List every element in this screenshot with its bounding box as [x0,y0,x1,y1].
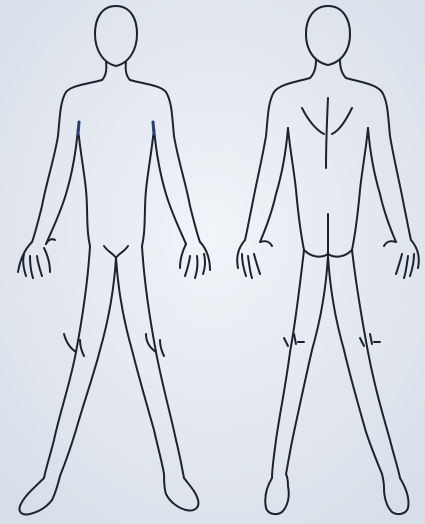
paper-background [0,0,425,524]
body-chart-diagram [0,0,425,524]
